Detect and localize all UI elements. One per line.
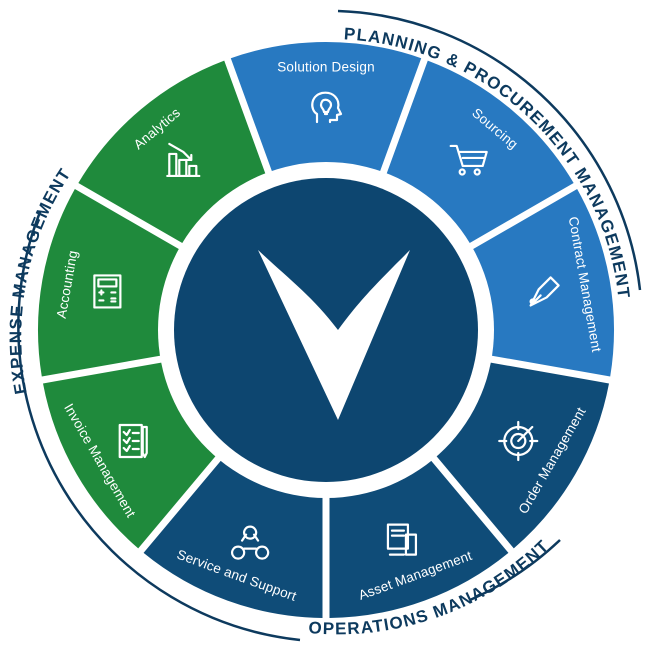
shopping-cart-icon — [449, 144, 488, 176]
outer-ring-bottom-right — [469, 539, 561, 602]
segment-invoice-management[interactable] — [43, 361, 221, 549]
invoice-pen-icon — [118, 423, 148, 459]
devices-icon — [386, 523, 418, 556]
lightbulb-head-icon — [311, 91, 343, 124]
people-network-icon — [231, 525, 270, 560]
outer-ring-top-right — [337, 9, 642, 291]
segment-accounting[interactable] — [37, 189, 186, 377]
segment-service-and-support[interactable] — [143, 454, 323, 618]
segment-contract-management[interactable] — [466, 189, 614, 377]
target-icon — [498, 420, 539, 462]
bar-chart-down-icon — [166, 142, 201, 178]
calculator-icon — [93, 274, 122, 309]
v-logo — [258, 250, 410, 420]
pen-nib-icon — [529, 276, 560, 307]
segment-asset-management[interactable] — [329, 454, 509, 618]
outer-ring-left — [17, 211, 301, 642]
segment-solution-design[interactable] — [230, 41, 422, 179]
label-solution-design: Solution Design — [277, 60, 375, 75]
